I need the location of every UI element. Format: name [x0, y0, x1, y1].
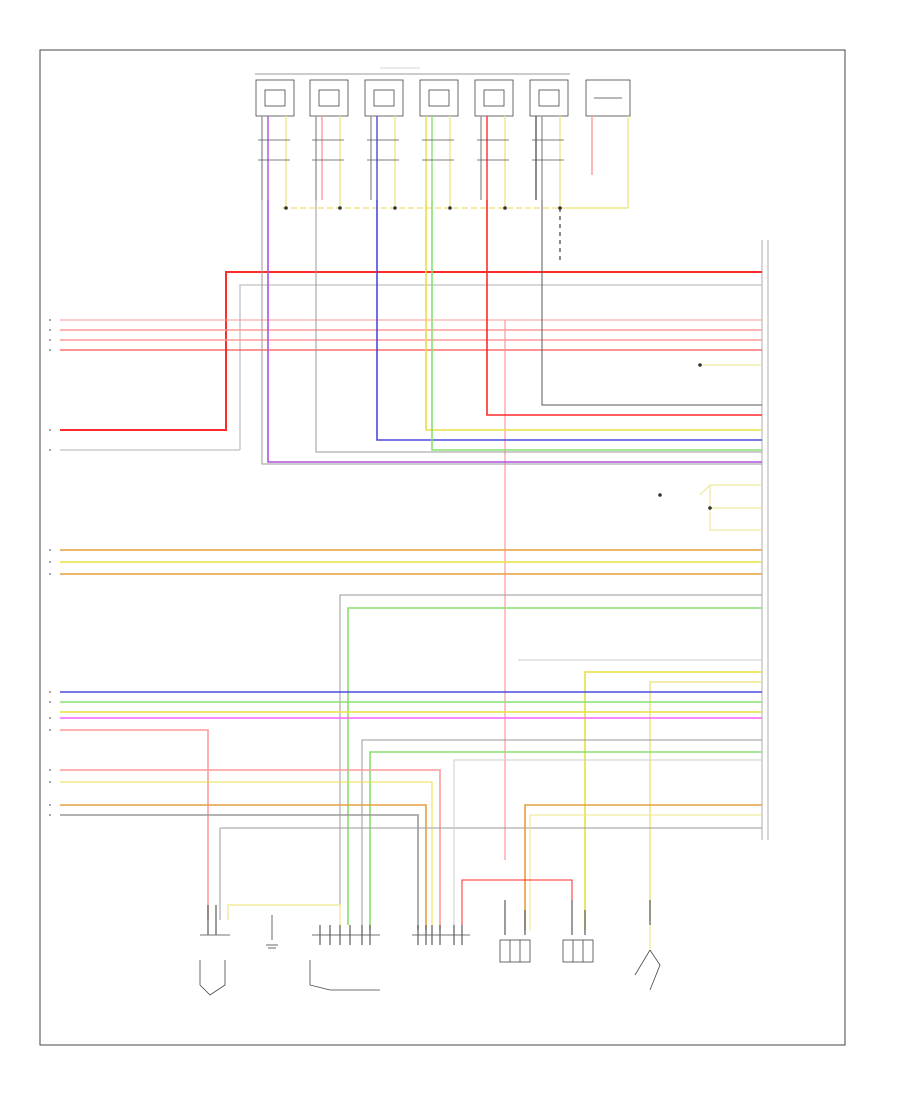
- sensor-5-body: [499, 939, 531, 963]
- diagram-frame: [39, 49, 846, 1046]
- bottom-sensors: [199, 904, 661, 996]
- sensor-6-body: [562, 939, 594, 963]
- ecm-connector: [761, 240, 769, 840]
- relay-5-box: [474, 79, 514, 117]
- relay-4-box: [419, 79, 459, 117]
- top-module-row: [255, 73, 631, 117]
- relay-2-box: [309, 79, 349, 117]
- harness-wires: [60, 200, 762, 930]
- sensor-pins: [207, 900, 651, 945]
- relay-pin-wires: [261, 116, 629, 260]
- relay-6-box: [529, 79, 569, 117]
- left-terminals: [49, 319, 51, 816]
- splice-points: [284, 206, 712, 510]
- relay-3-box: [364, 79, 404, 117]
- relay-1-box: [255, 79, 295, 117]
- relay-connector-ticks: [258, 139, 564, 161]
